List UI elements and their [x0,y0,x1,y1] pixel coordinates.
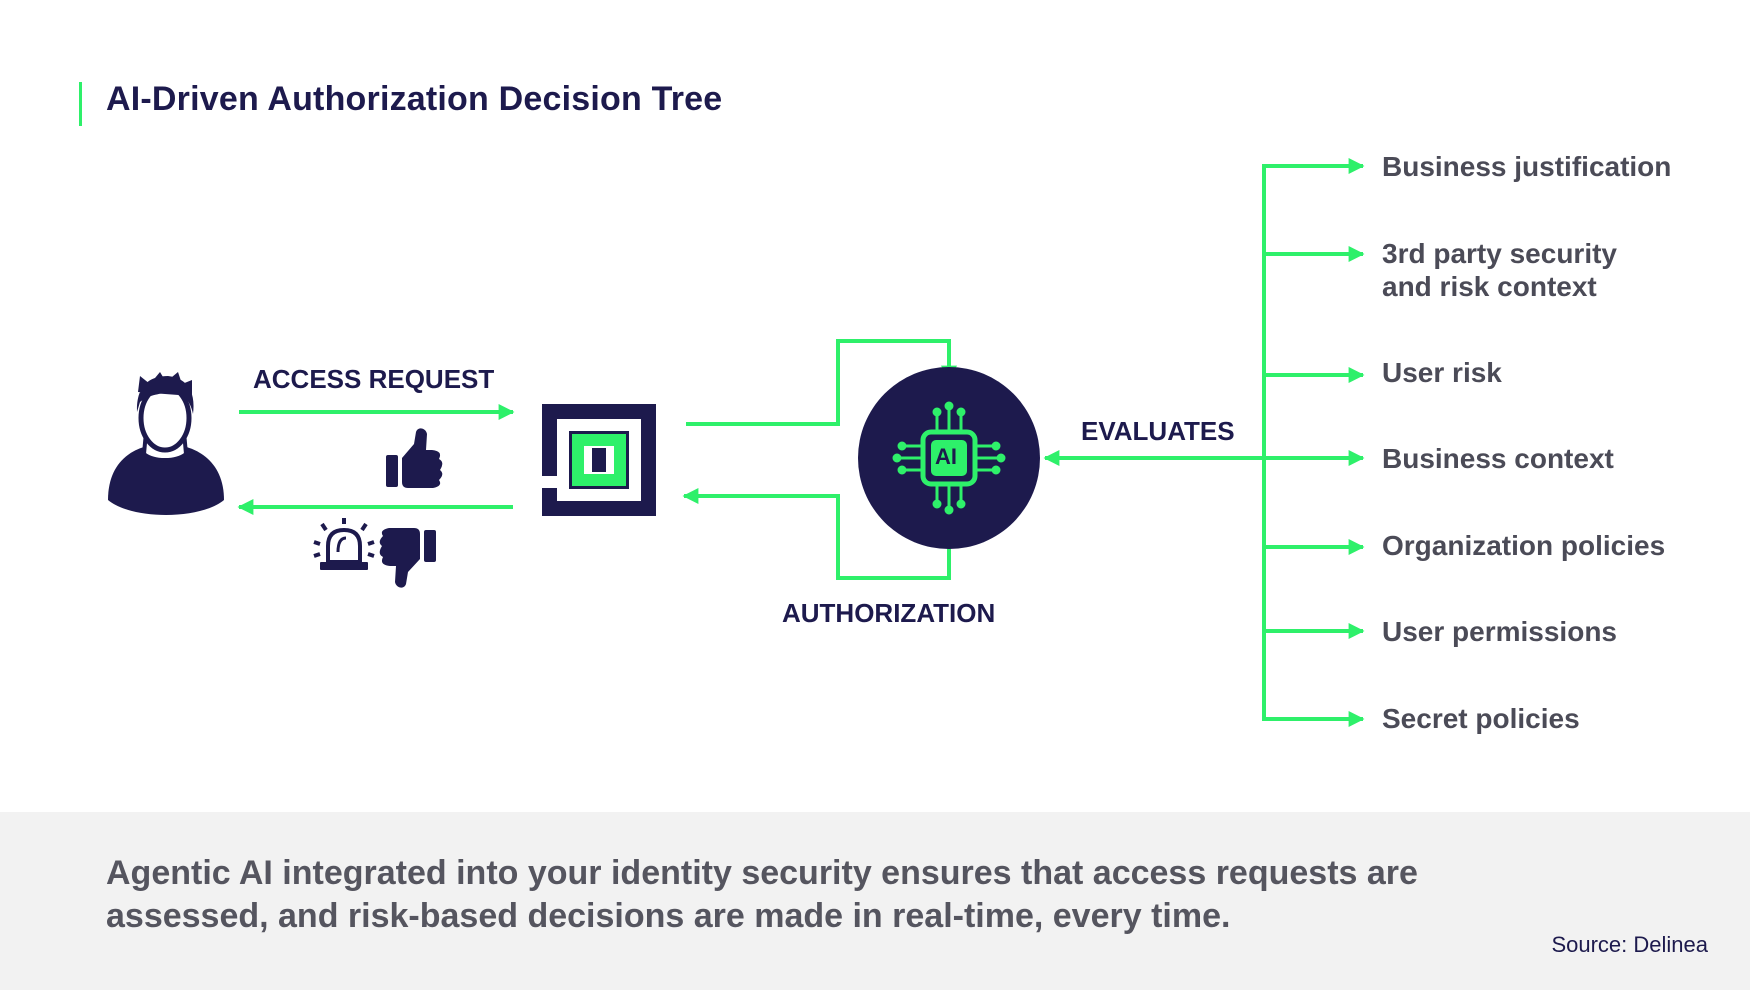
decision-tree-diagram [108,158,1365,727]
page-title: AI-Driven Authorization Decision Tree [106,80,723,118]
factor-business-context: Business context [1382,443,1614,474]
evaluates-label: EVALUATES [1081,416,1235,446]
authorization-loop [682,339,957,580]
ai-chip-label: AI [935,444,957,469]
factor-organization-policies: Organization policies [1382,530,1666,561]
factor-tree [1262,158,1365,727]
factor-business-justification: Business justification [1382,151,1672,182]
alarm-icon [313,518,375,570]
footer-summary: Agentic AI integrated into your identity… [106,854,1418,935]
factor-user-risk: User risk [1382,357,1502,388]
ai-chip-icon [858,367,1040,549]
user-icon [108,372,224,515]
footer-panel: Agentic AI integrated into your identity… [0,812,1750,990]
thumbs-down-icon [379,528,436,588]
factor-third-party-risk: 3rd party security and risk context [1382,238,1617,302]
factor-user-permissions: User permissions [1382,616,1617,647]
factor-secret-policies: Secret policies [1382,703,1580,734]
source-credit: Source: Delinea [1551,932,1708,957]
authorization-label: AUTHORIZATION [782,598,996,628]
thumbs-up-icon [386,428,443,488]
title-accent-bar [79,82,82,126]
gateway-logo-icon [542,404,656,516]
access-request-label: ACCESS REQUEST [253,364,495,394]
